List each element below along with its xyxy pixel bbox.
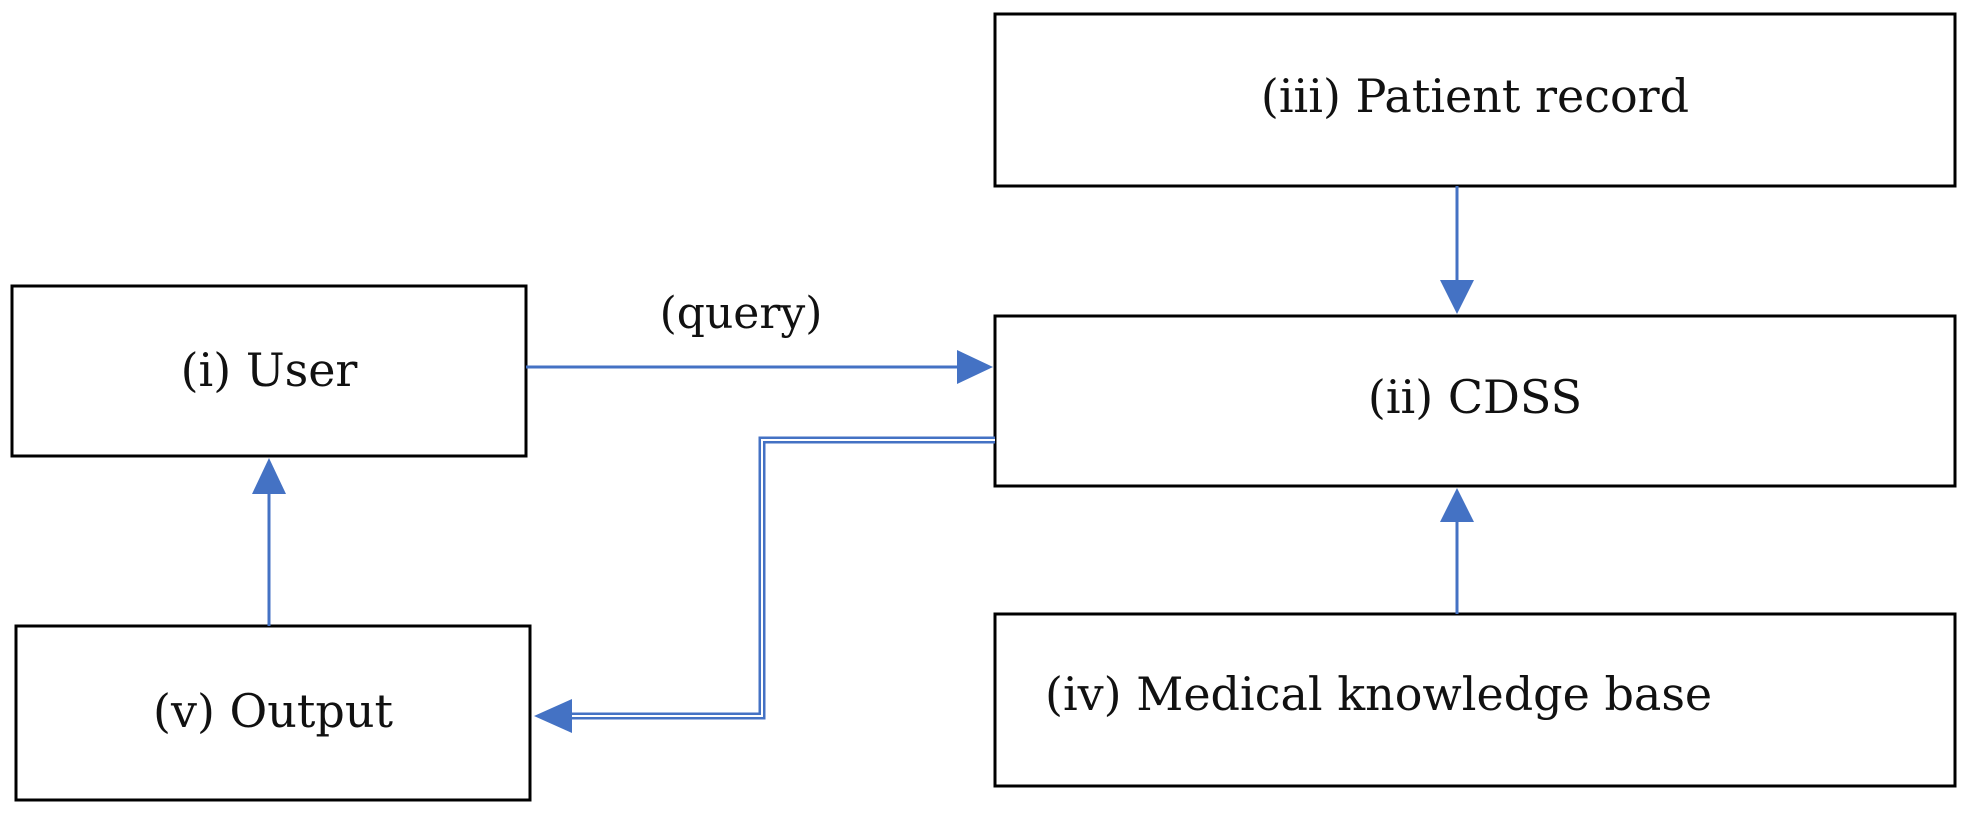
node-patient-record: (iii) Patient record <box>993 12 1957 188</box>
edge-knowledge-base-to-cdss <box>1440 488 1474 614</box>
edge-query-label: (query) <box>660 288 823 339</box>
node-patient-record-label: (iii) Patient record <box>1261 69 1689 123</box>
node-output-label: (v) Output <box>153 684 393 738</box>
edge-user-to-cdss: (query) <box>526 288 993 384</box>
node-user: (i) User <box>10 284 528 458</box>
node-cdss: (ii) CDSS <box>993 314 1957 488</box>
edge-output-to-user <box>252 458 286 626</box>
node-knowledge-base-label: (iv) Medical knowledge base <box>1045 667 1712 721</box>
node-knowledge-base: (iv) Medical knowledge base <box>993 612 1957 788</box>
edge-patient-record-to-cdss <box>1440 186 1474 314</box>
edge-cdss-to-output <box>534 436 995 733</box>
node-cdss-label: (ii) CDSS <box>1368 370 1582 424</box>
node-output: (v) Output <box>14 624 532 802</box>
node-user-label: (i) User <box>181 343 358 397</box>
